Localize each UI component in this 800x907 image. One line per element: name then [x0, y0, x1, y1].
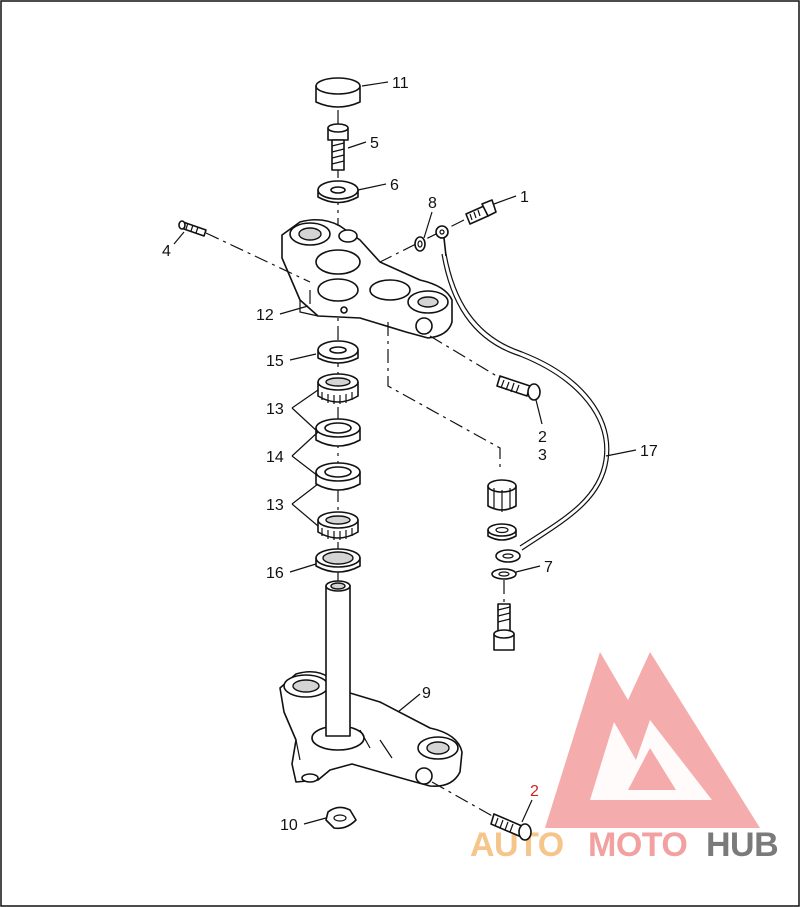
part-bolt-side-upper: [496, 375, 541, 401]
callout-6: 6: [390, 177, 399, 194]
callout-15: 15: [266, 353, 284, 370]
part-screw-small: [465, 199, 497, 225]
watermark-hub: HUB: [706, 826, 778, 864]
callout-13-upper: 13: [266, 401, 284, 418]
part-bolt-top: [327, 123, 349, 171]
callout-17: 17: [640, 443, 658, 460]
part-lower-bracket: [279, 580, 463, 788]
leader-lines: [173, 81, 637, 825]
callout-9: 9: [422, 685, 431, 702]
callout-4: 4: [162, 243, 171, 260]
dash-bracket-bolt: [429, 335, 501, 379]
part-race-upper: [315, 418, 361, 447]
part-washer-top: [317, 180, 359, 204]
part-clip: [325, 806, 357, 830]
part-washer-mid-right: [487, 523, 517, 541]
part-cap: [315, 77, 361, 108]
part-lockwasher-small: [414, 236, 426, 252]
dash-stud: [205, 232, 311, 283]
callout-12: 12: [256, 307, 274, 324]
part-lockwasher-7: [491, 568, 517, 580]
part-bolt-lower-right: [493, 603, 515, 651]
part-stud: [178, 220, 207, 237]
callout-14: 14: [266, 449, 284, 466]
callout-2-lower: 2: [530, 783, 539, 800]
callout-3: 3: [538, 447, 547, 464]
part-race-lower: [315, 462, 361, 491]
watermark-logo: [545, 652, 760, 828]
watermark-moto: MOTO: [588, 826, 687, 864]
part-bolt-side-lower: [490, 813, 532, 841]
dash-bracket-down: [387, 322, 501, 470]
callout-7: 7: [544, 559, 553, 576]
callout-11: 11: [392, 75, 409, 92]
callout-5: 5: [370, 135, 379, 152]
callout-2-upper: 2: [538, 429, 547, 446]
callout-1: 1: [520, 189, 529, 206]
callout-10: 10: [280, 817, 298, 834]
part-ground-strap: [435, 225, 610, 563]
part-bearing-upper: [317, 373, 359, 404]
callout-16: 16: [266, 565, 284, 582]
watermark-text: AUTO MOTO HUB: [470, 826, 779, 864]
part-washer-15: [317, 340, 359, 364]
callout-13-lower: 13: [266, 497, 284, 514]
part-bearing-lower: [317, 511, 359, 540]
part-upper-bracket: [281, 218, 453, 339]
callout-8: 8: [428, 195, 437, 212]
part-sleeve-nut: [487, 479, 517, 512]
part-seal: [315, 548, 361, 573]
dash-lower-bolt: [431, 781, 497, 819]
